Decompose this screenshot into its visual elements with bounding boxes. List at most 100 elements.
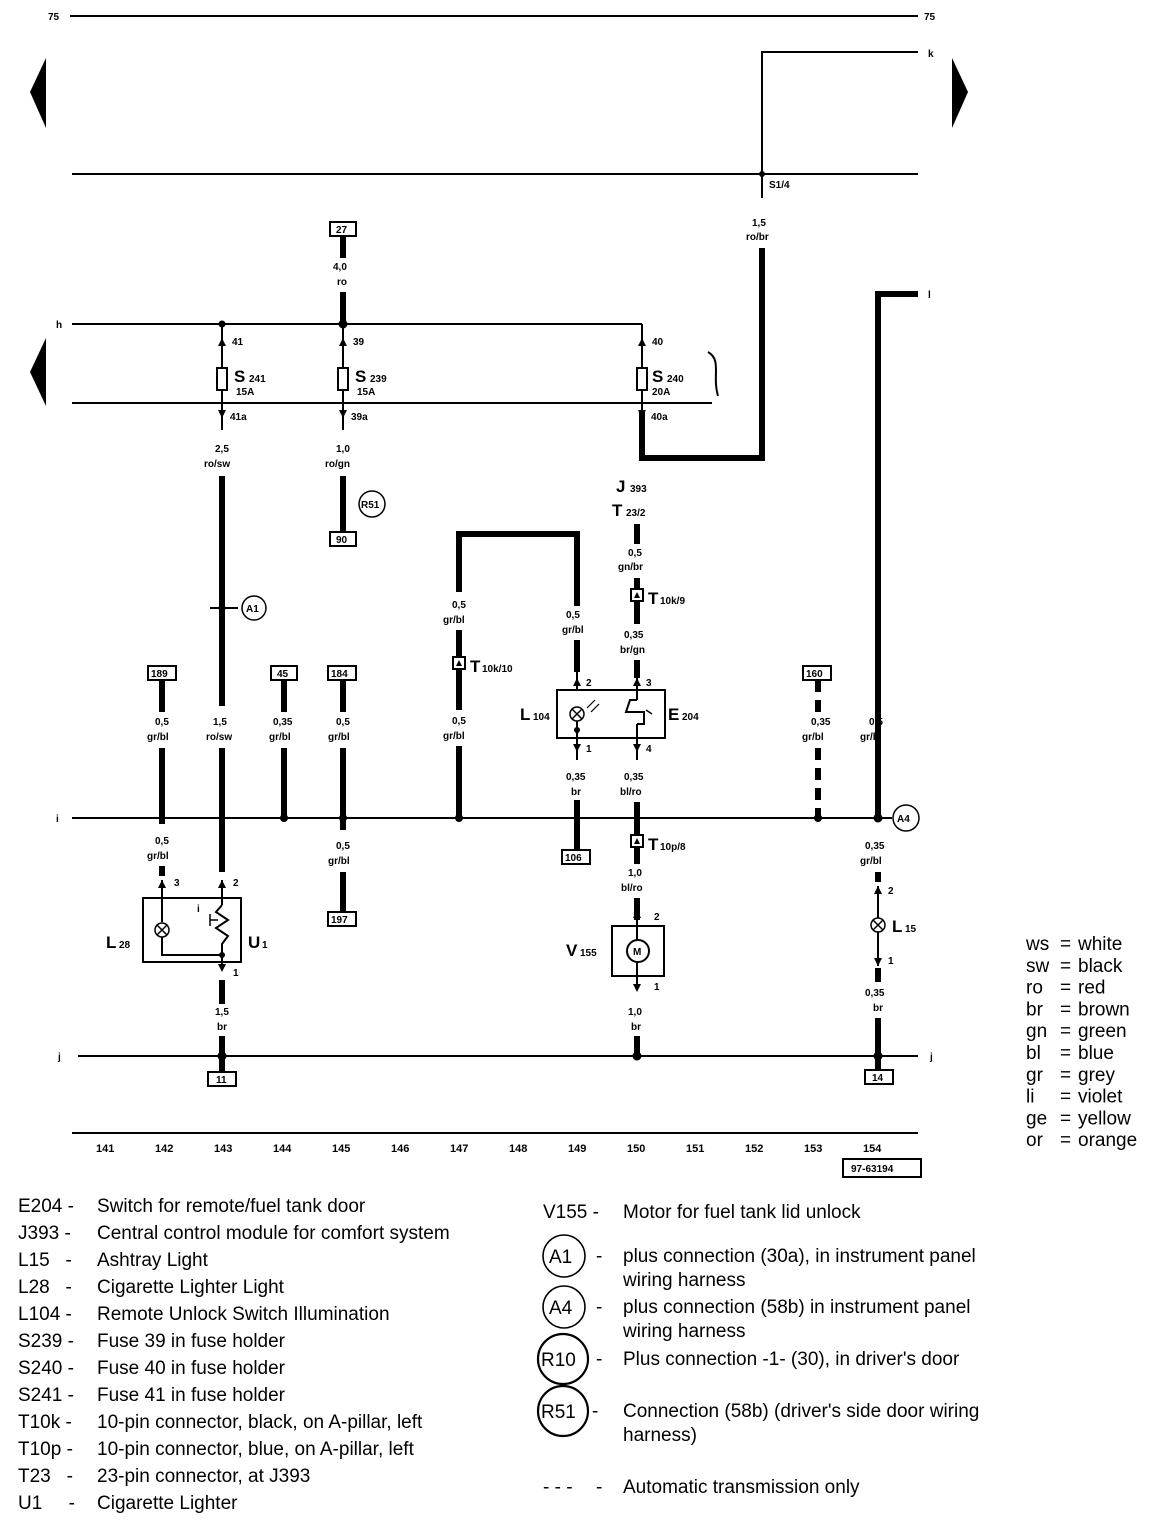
rail-label-i: i — [56, 814, 59, 825]
terminal-106-label: 106 — [565, 853, 582, 864]
color-key-name: violet — [1078, 1087, 1123, 1108]
legend-left-code: T10k - — [18, 1412, 72, 1433]
drawing-number-box — [842, 1158, 922, 1178]
v155-pin-2: 2 — [654, 912, 660, 923]
legend-r51-code: R51 — [541, 1402, 576, 1423]
legend-left-text: Fuse 41 in fuse holder — [97, 1385, 286, 1406]
connection-r51 — [358, 490, 386, 518]
wire-size-w26: 0,35 — [865, 988, 885, 999]
legend-left-code: E204 - — [18, 1196, 74, 1217]
wire-color-w8: gr/bl — [269, 732, 291, 743]
e204-letter: E — [668, 705, 679, 724]
wire-size-w20: 0,5 — [452, 716, 466, 727]
l28-letter: L — [106, 933, 116, 952]
terminal-197 — [327, 911, 357, 927]
fuse-s240-pin-bottom: 40a — [651, 412, 668, 423]
wire-size-w7: 0,5 — [155, 717, 169, 728]
terminal-160: 160 0,35 gr/bl — [802, 665, 832, 822]
color-key-name: orange — [1078, 1130, 1137, 1151]
connector-j393: J 393 T 23/2 0,5 gn/br T 10k/9 0,35 br/g… — [612, 477, 685, 678]
wire-size-w14: 0,5 — [155, 836, 169, 847]
color-key-equals: = — [1060, 1130, 1071, 1151]
rail-label-k: k — [928, 49, 934, 60]
wire-color-w22: gr/bl — [860, 856, 882, 867]
l15-letter: L — [892, 917, 902, 936]
legend-r51-line2: harness) — [623, 1425, 697, 1446]
top-border: 75 75 — [48, 12, 936, 23]
legend-auto-dash: - — [596, 1477, 602, 1498]
u1-pin-i: i — [197, 904, 200, 915]
terminal-184: 184 0,5 gr/bl 0,5 gr/bl 197 — [327, 665, 357, 927]
legend-right: V155 - Motor for fuel tank lid unlock A1… — [536, 1202, 979, 1498]
wire-color-w2: ro — [337, 277, 347, 288]
color-key-equals: = — [1060, 999, 1071, 1020]
legend-left-code: S241 - — [18, 1385, 74, 1406]
legend-auto-code: - - - — [543, 1477, 573, 1498]
u1-pin-2: 2 — [233, 878, 239, 889]
connection-a4 — [892, 804, 920, 832]
fuse-s241-letter: S — [234, 367, 245, 386]
terminal-11-label: 11 — [216, 1075, 227, 1086]
v155-letter: V — [566, 941, 578, 960]
wire-size-w3: 2,5 — [215, 444, 229, 455]
legend-left-text: Remote Unlock Switch Illumination — [97, 1304, 390, 1325]
edge-number-right: 75 — [924, 12, 936, 23]
legend-a1-line2: wiring harness — [622, 1270, 746, 1291]
wire-l: l — [875, 290, 931, 818]
wire-color-w19: gr/bl — [443, 615, 465, 626]
fuse-s239-letter: S — [355, 367, 366, 386]
legend-a4-line1: plus connection (58b) in instrument pane… — [623, 1297, 970, 1318]
color-key-name: white — [1077, 934, 1122, 955]
terminal-45: 45 0,35 gr/bl — [269, 665, 298, 822]
l104-pin-1: 1 — [586, 744, 592, 755]
wire-size-w24: 1,5 — [215, 1007, 229, 1018]
wire-size-w18: 0,35 — [624, 772, 644, 783]
color-key-equals: = — [1060, 956, 1071, 977]
legend-left-code: L104 - — [18, 1304, 72, 1325]
legend-r51-circle — [536, 1384, 590, 1438]
t10p8-letter: T — [648, 835, 659, 854]
legend-r51-dash: - — [592, 1401, 598, 1422]
wire-size-w19: 0,5 — [452, 600, 466, 611]
rail-label-j-left: j — [57, 1052, 61, 1063]
wire-color-w4: ro/gn — [325, 459, 350, 470]
wire-color-w10: gr/bl — [328, 856, 350, 867]
legend-left: E204 -Switch for remote/fuel tank doorJ3… — [18, 1196, 450, 1514]
fuse-s240-rating: 20A — [652, 387, 670, 398]
color-key-name: brown — [1078, 999, 1130, 1020]
t23-number: 23/2 — [626, 508, 646, 519]
l104-pin-2: 2 — [586, 678, 592, 689]
wire-color-w1: ro/br — [746, 232, 769, 243]
legend-left-text: Cigarette Lighter Light — [97, 1277, 285, 1298]
terminal-14-label: 14 — [872, 1073, 884, 1084]
t10p8-number: 10p/8 — [660, 842, 686, 853]
legend-a4-circle — [542, 1285, 586, 1329]
wire-color-w26: br — [873, 1003, 883, 1014]
wire-color-w18: bl/ro — [620, 787, 642, 798]
terminal-14 — [864, 1069, 894, 1085]
splice-label: S1/4 — [769, 180, 790, 191]
color-key-equals: = — [1060, 1065, 1071, 1086]
continuation-arrow-left-mid — [30, 338, 46, 406]
color-key-equals: = — [1060, 1108, 1071, 1129]
wire-color-w5: gn/br — [618, 562, 643, 573]
legend-left-text: Fuse 40 in fuse holder — [97, 1358, 286, 1379]
color-key-code: ws — [1025, 934, 1049, 955]
legend-a4-line2: wiring harness — [622, 1321, 746, 1342]
grid-number: 154 — [863, 1143, 882, 1155]
wire-size-w11: 1,5 — [213, 717, 227, 728]
continuation-arrow-left-top — [30, 58, 46, 128]
wire-size-w23: 1,0 — [628, 868, 642, 879]
color-key-name: yellow — [1078, 1108, 1131, 1129]
wire-s241-out: 2,5 ro/sw A1 1,5 ro/sw — [204, 444, 267, 872]
fuse-s239-number: 239 — [370, 374, 387, 385]
continuation-arrow-right-top — [952, 58, 968, 128]
wire-color-w23: bl/ro — [621, 883, 643, 894]
terminal-45-label: 45 — [277, 669, 289, 680]
color-key-code: ge — [1026, 1108, 1047, 1129]
legend-left-code: S240 - — [18, 1358, 74, 1379]
legend-a1-line1: plus connection (30a), in instrument pan… — [623, 1246, 976, 1267]
wire-size-w13: 0,5 — [869, 717, 883, 728]
color-key-name: black — [1078, 956, 1123, 977]
